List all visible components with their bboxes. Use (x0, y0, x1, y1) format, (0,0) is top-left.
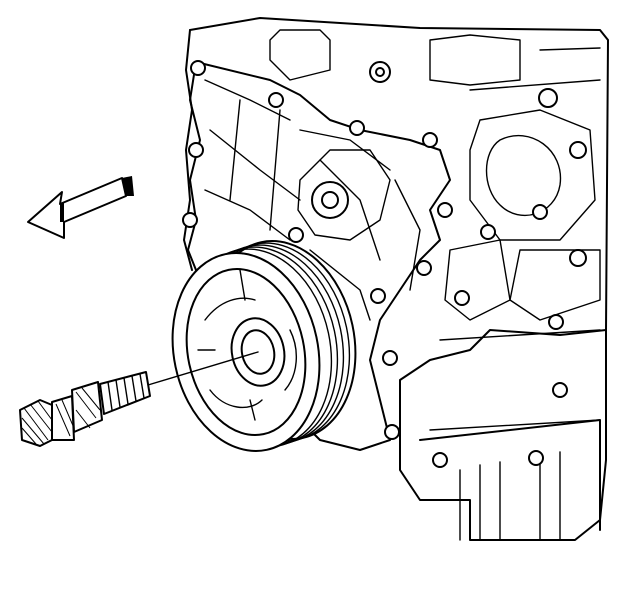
engine-block-front (183, 17, 609, 541)
balancer-bolt (19, 371, 151, 447)
bolt-threads (99, 371, 151, 415)
oil-pan (419, 382, 601, 541)
crankshaft-balancer (171, 240, 357, 452)
alignment-line (147, 351, 259, 386)
cover-bolts (182, 60, 587, 440)
front-cover (182, 60, 587, 451)
removal-direction-arrow (27, 176, 134, 239)
